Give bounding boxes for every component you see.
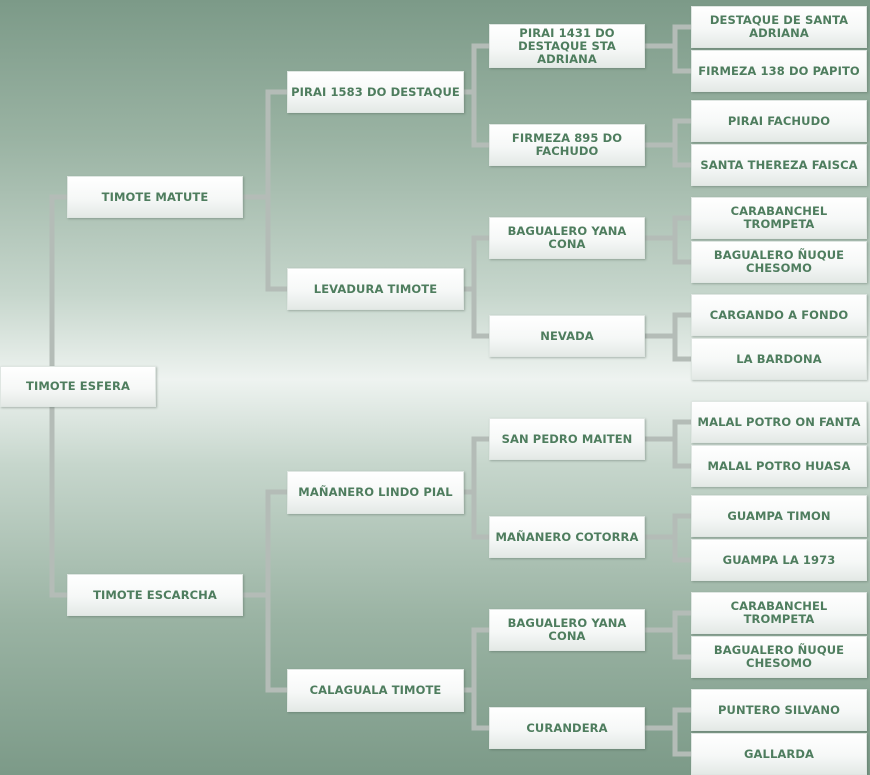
grandparent-node[interactable]: MAÑANERO LINDO PIAL [287, 471, 464, 514]
great-great-grandparent-node[interactable]: FIRMEZA 138 DO PAPITO [691, 50, 867, 92]
great-great-grandparent-node[interactable]: CARABANCHEL TROMPETA [691, 197, 867, 239]
great-great-grandparent-node[interactable]: CARABANCHEL TROMPETA [691, 592, 867, 634]
connector-line [461, 235, 492, 339]
connector-line [240, 89, 290, 292]
great-great-grandparent-node[interactable]: PUNTERO SILVANO [691, 689, 867, 731]
connector-line [642, 312, 694, 362]
connector-line [240, 489, 290, 693]
connector-line [461, 627, 492, 731]
great-great-grandparent-node[interactable]: LA BARDONA [691, 338, 867, 380]
great-great-grandparent-node[interactable]: BAGUALERO ÑUQUE CHESOMO [691, 636, 867, 678]
grandparent-node[interactable]: CALAGUALA TIMOTE [287, 669, 464, 712]
great-grandparent-node[interactable]: NEVADA [489, 315, 645, 357]
subject-node[interactable]: TIMOTE ESFERA [0, 366, 156, 407]
great-great-grandparent-node[interactable]: GALLARDA [691, 733, 867, 775]
great-great-grandparent-node[interactable]: GUAMPA LA 1973 [691, 539, 867, 581]
great-great-grandparent-node[interactable]: BAGUALERO ÑUQUE CHESOMO [691, 241, 867, 283]
great-great-grandparent-node[interactable]: MALAL POTRO HUASA [691, 445, 867, 487]
connector-line [642, 610, 694, 660]
great-great-grandparent-node[interactable]: MALAL POTRO ON FANTA [691, 401, 867, 443]
great-grandparent-node[interactable]: PIRAI 1431 DO DESTAQUE STA ADRIANA [489, 24, 645, 68]
great-great-grandparent-node[interactable]: GUAMPA TIMON [691, 495, 867, 537]
great-grandparent-node[interactable]: BAGUALERO YANA CONA [489, 217, 645, 259]
great-great-grandparent-node[interactable]: SANTA THEREZA FAISCA [691, 144, 867, 186]
great-grandparent-node[interactable]: SAN PEDRO MAITEN [489, 418, 645, 460]
connector-line [642, 707, 694, 757]
connector-line [461, 43, 492, 148]
great-grandparent-node[interactable]: MAÑANERO COTORRA [489, 516, 645, 558]
great-grandparent-node[interactable]: BAGUALERO YANA CONA [489, 609, 645, 651]
connector-line [642, 118, 694, 168]
dam-node[interactable]: TIMOTE ESCARCHA [67, 574, 243, 616]
great-great-grandparent-node[interactable]: PIRAI FACHUDO [691, 100, 867, 142]
grandparent-node[interactable]: LEVADURA TIMOTE [287, 268, 464, 310]
great-grandparent-node[interactable]: CURANDERA [489, 707, 645, 749]
connector-line [642, 215, 694, 265]
connector-line [642, 24, 694, 74]
connector-line [642, 513, 694, 563]
great-grandparent-node[interactable]: FIRMEZA 895 DO FACHUDO [489, 124, 645, 166]
sire-node[interactable]: TIMOTE MATUTE [67, 176, 243, 218]
great-great-grandparent-node[interactable]: CARGANDO A FONDO [691, 294, 867, 336]
great-great-grandparent-node[interactable]: DESTAQUE DE SANTA ADRIANA [691, 6, 867, 48]
grandparent-node[interactable]: PIRAI 1583 DO DESTAQUE [287, 71, 464, 113]
connector-line [461, 436, 492, 540]
connector-line [642, 419, 694, 469]
connector-line [49, 194, 70, 598]
